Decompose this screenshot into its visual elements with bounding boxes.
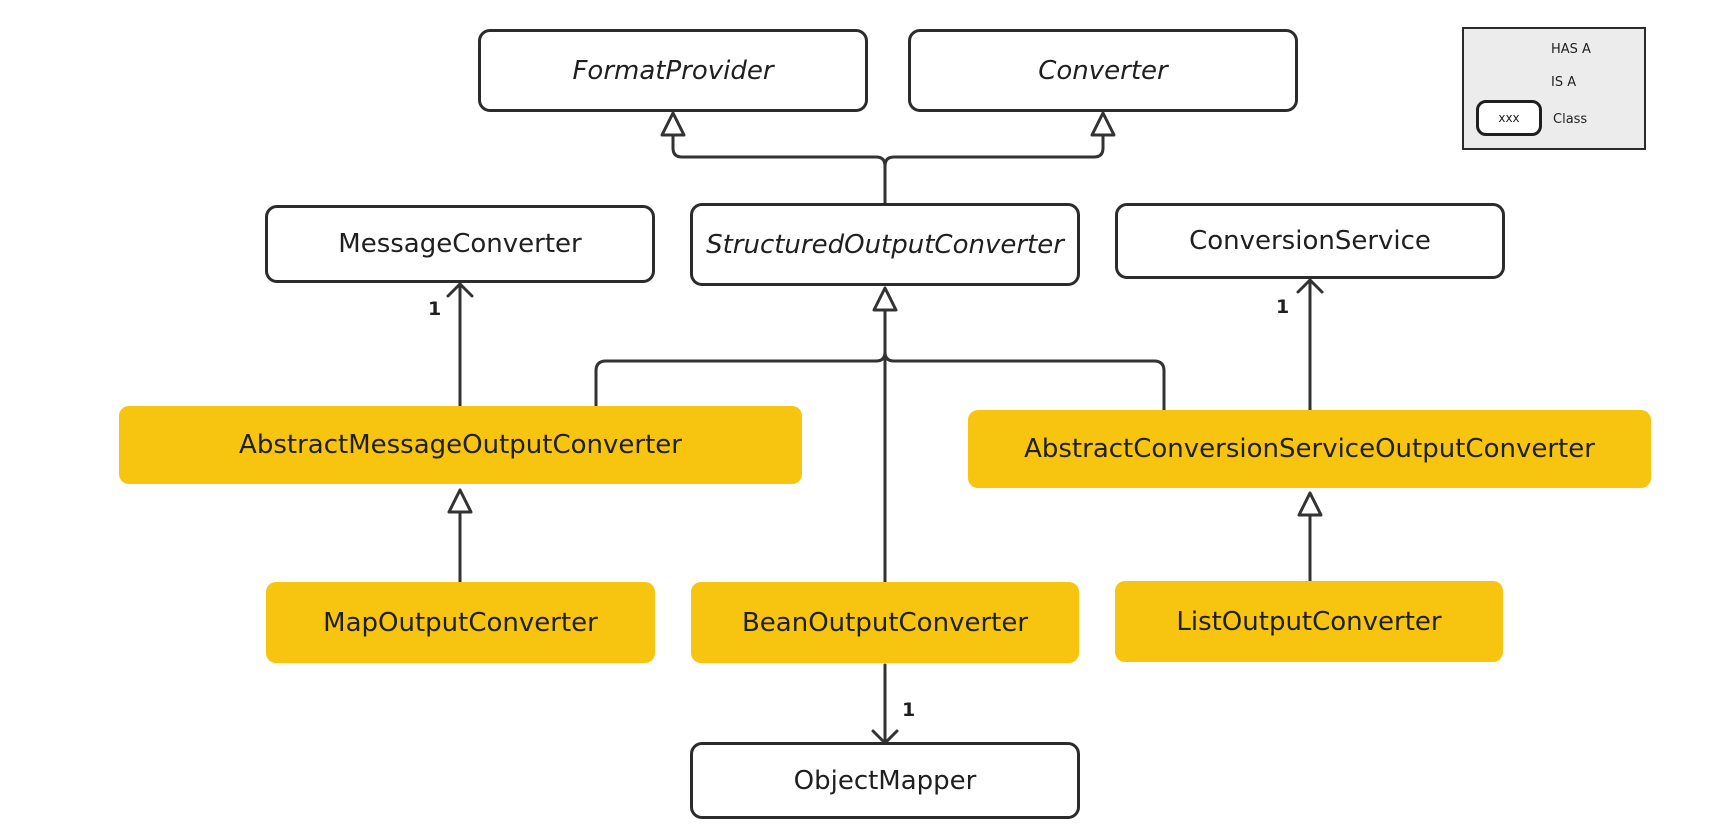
object-mapper-node[interactable]: ObjectMapper (690, 742, 1080, 819)
is-a-arrowhead-abstract-message (447, 488, 473, 514)
is-a-edge-abstract-conversion-to-structured (883, 350, 1166, 412)
is-a-arrowhead-abstract-conversion (1297, 491, 1323, 517)
bean-output-converter-node[interactable]: BeanOutputConverter (691, 582, 1079, 663)
conversion-service-node[interactable]: ConversionService (1115, 203, 1505, 279)
abstract-message-output-converter-label: AbstractMessageOutputConverter (239, 430, 682, 460)
abstract-message-output-converter-node[interactable]: AbstractMessageOutputConverter (119, 406, 802, 484)
map-output-converter-label: MapOutputConverter (323, 607, 598, 638)
has-a-arrowhead-message-converter (446, 282, 474, 298)
list-output-converter-node[interactable]: ListOutputConverter (1115, 581, 1503, 662)
multiplicity-object-mapper: 1 (902, 699, 916, 721)
format-provider-node[interactable]: FormatProvider (478, 29, 868, 112)
is-a-edge-abstract-message-to-structured (594, 308, 887, 408)
legend-has-a-label: HAS A (1551, 42, 1591, 57)
format-provider-label: FormatProvider (572, 55, 774, 86)
legend: HAS A IS A xxx Class (1462, 27, 1646, 150)
structured-output-converter-label: StructuredOutputConverter (706, 229, 1064, 260)
object-mapper-label: ObjectMapper (793, 765, 977, 796)
message-converter-node[interactable]: MessageConverter (265, 205, 655, 283)
is-a-arrowhead-converter (1090, 111, 1116, 137)
bean-output-converter-label: BeanOutputConverter (741, 607, 1029, 638)
abstract-conversion-service-output-converter-node[interactable]: AbstractConversionServiceOutputConverter (968, 410, 1651, 488)
legend-class-sample: xxx (1476, 100, 1542, 136)
is-a-arrowhead-format-provider (660, 111, 686, 137)
structured-output-converter-node[interactable]: StructuredOutputConverter (690, 203, 1080, 286)
converter-label: Converter (1038, 55, 1168, 86)
is-a-edge-structured-to-converter (883, 133, 1105, 168)
legend-class-sample-text: xxx (1498, 111, 1520, 125)
conversion-service-label: ConversionService (1189, 226, 1431, 256)
multiplicity-conversion-service: 1 (1276, 296, 1290, 318)
message-converter-label: MessageConverter (338, 229, 582, 259)
converter-node[interactable]: Converter (908, 29, 1298, 112)
map-output-converter-node[interactable]: MapOutputConverter (266, 582, 655, 663)
list-output-converter-label: ListOutputConverter (1176, 606, 1442, 637)
is-a-edge-structured-to-format-provider (671, 133, 887, 205)
legend-is-a-label: IS A (1551, 75, 1577, 90)
multiplicity-message-converter: 1 (428, 298, 442, 320)
legend-class-label: Class (1553, 112, 1588, 127)
is-a-arrowhead-structured (872, 286, 898, 312)
has-a-arrowhead-conversion-service (1296, 278, 1324, 294)
abstract-conversion-service-output-converter-label: AbstractConversionServiceOutputConverter (1024, 434, 1595, 464)
